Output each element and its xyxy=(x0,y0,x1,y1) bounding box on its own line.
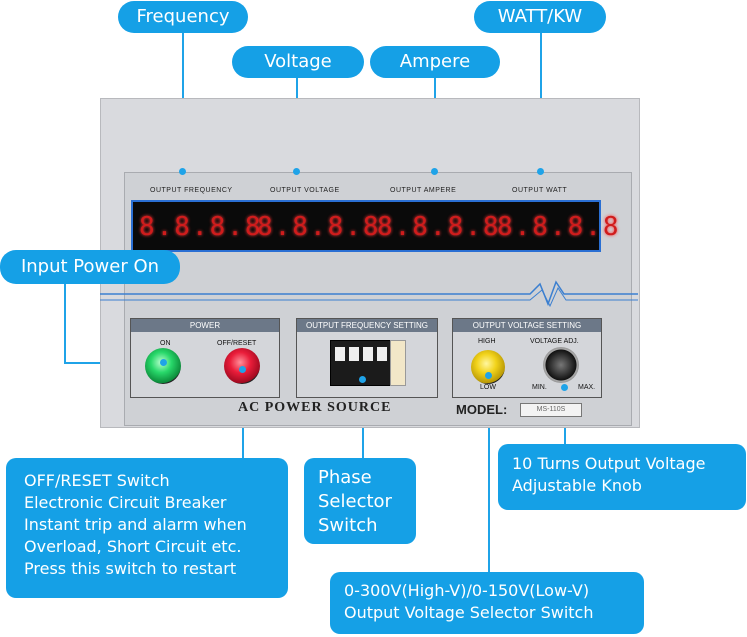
min-label: MIN. xyxy=(532,384,547,391)
knob-line-2: Adjustable Knob xyxy=(512,476,642,495)
switch-key-1[interactable] xyxy=(335,347,345,361)
display-label-ampere: OUTPUT AMPERE xyxy=(390,187,457,194)
voltage-adjust-knob[interactable] xyxy=(543,347,579,383)
input-power-callout: Input Power On xyxy=(0,250,180,284)
off-reset-callout: OFF/RESET Switch Electronic Circuit Brea… xyxy=(6,458,288,598)
selector-dot xyxy=(485,372,492,379)
phase-line-2: Selector xyxy=(318,491,392,512)
ampere-dot xyxy=(431,168,438,175)
ac-power-source-label: AC POWER SOURCE xyxy=(238,400,392,415)
off-reset-line-5: Press this switch to restart xyxy=(24,559,237,578)
phase-dot xyxy=(359,376,366,383)
off-reset-line-2: Electronic Circuit Breaker xyxy=(24,493,227,512)
selector-leader xyxy=(488,376,490,572)
max-label: MAX. xyxy=(578,384,596,391)
selector-line-2: Output Voltage Selector Switch xyxy=(344,603,594,622)
phase-selector-switch[interactable] xyxy=(330,340,392,386)
voltage-digits: 8.8.8.8 xyxy=(257,212,381,242)
model-value: MS-110S xyxy=(520,403,582,417)
ampere-digits: 8.8.8.8 xyxy=(377,212,501,242)
ampere-callout: Ampere xyxy=(370,46,500,78)
display-label-frequency: OUTPUT FREQUENCY xyxy=(150,187,233,194)
watt-callout: WATT/KW xyxy=(474,1,606,33)
selector-callout: 0-300V(High-V)/0-150V(Low-V) Output Volt… xyxy=(330,572,644,634)
voltage-dot xyxy=(293,168,300,175)
knob-dot xyxy=(561,384,568,391)
display-label-voltage: OUTPUT VOLTAGE xyxy=(270,187,340,194)
volt-adj-label: VOLTAGE ADJ. xyxy=(530,338,579,345)
off-reset-dot xyxy=(239,366,246,373)
on-button[interactable] xyxy=(145,348,181,384)
low-label: LOW xyxy=(480,384,496,391)
phase-callout: Phase Selector Switch xyxy=(304,458,416,544)
frequency-callout: Frequency xyxy=(118,1,248,33)
knob-line-1: 10 Turns Output Voltage xyxy=(512,454,706,473)
input-power-leader-v xyxy=(64,284,66,363)
off-reset-line-1: OFF/RESET Switch xyxy=(24,471,170,490)
on-label: ON xyxy=(160,340,171,347)
off-reset-label: OFF/RESET xyxy=(217,340,257,347)
frequency-digits: 8.8.8.8 xyxy=(139,212,263,242)
waveform-stripe xyxy=(100,280,638,308)
display-label-watt: OUTPUT WATT xyxy=(512,187,568,194)
model-label: MODEL: xyxy=(456,402,508,417)
volt-setting-title: OUTPUT VOLTAGE SETTING xyxy=(453,319,601,332)
switch-key-4[interactable] xyxy=(377,347,387,361)
frequency-dot xyxy=(179,168,186,175)
on-dot xyxy=(160,359,167,366)
watt-dot xyxy=(537,168,544,175)
switch-key-2[interactable] xyxy=(349,347,359,361)
switch-key-3[interactable] xyxy=(363,347,373,361)
switch-cover xyxy=(390,340,406,386)
selector-line-1: 0-300V(High-V)/0-150V(Low-V) xyxy=(344,581,590,600)
power-title: POWER xyxy=(131,319,279,332)
knob-callout: 10 Turns Output Voltage Adjustable Knob xyxy=(498,444,746,510)
phase-line-3: Switch xyxy=(318,515,378,536)
watt-digits: 8.8.8.8 xyxy=(497,212,621,242)
phase-line-1: Phase xyxy=(318,467,372,488)
voltage-callout: Voltage xyxy=(232,46,364,78)
high-label: HIGH xyxy=(478,338,496,345)
led-display: 8.8.8.8 8.8.8.8 8.8.8.8 8.8.8.8 xyxy=(131,200,619,252)
off-reset-line-4: Overload, Short Circuit etc. xyxy=(24,537,242,556)
off-reset-line-3: Instant trip and alarm when xyxy=(24,515,247,534)
freq-setting-title: OUTPUT FREQUENCY SETTING xyxy=(297,319,437,332)
